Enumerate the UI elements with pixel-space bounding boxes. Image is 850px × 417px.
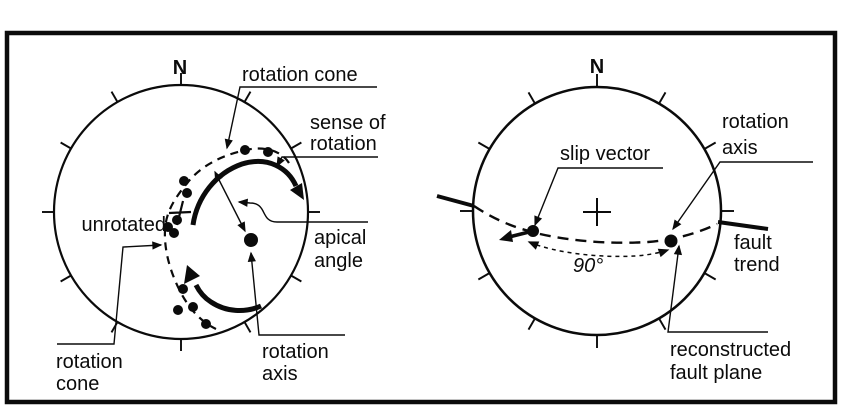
right-north-label: N xyxy=(590,56,604,78)
left-north-label: N xyxy=(173,57,187,79)
slip-vector-label: slip vector xyxy=(560,143,650,165)
data-point xyxy=(664,234,678,248)
rotation-axis-label-line2: axis xyxy=(262,363,298,385)
fault-trend-label-line1: fault xyxy=(734,232,772,254)
figure-border xyxy=(4,30,838,405)
rotation-cone-bottom-label-line1: rotation xyxy=(56,351,123,373)
rotation-cone-top-leader xyxy=(224,86,377,150)
apical-angle-label-line2: angle xyxy=(314,250,363,272)
sense-arc-lower-arrowhead xyxy=(184,265,200,284)
slip-vector-arrowhead xyxy=(499,230,513,242)
data-point xyxy=(179,176,189,186)
stereonet-tick xyxy=(243,91,252,103)
data-point xyxy=(173,305,183,315)
apical-angle-double-arrow xyxy=(214,170,246,233)
unrotated-label: unrotated xyxy=(81,214,166,236)
left-stereonet: N rotation cone sense of rotation unrota… xyxy=(42,57,386,395)
right-rotation-axis-point xyxy=(664,234,678,248)
apical-angle-leader xyxy=(237,198,368,223)
unrotated-plus-marker xyxy=(168,200,192,226)
stereonet-tick xyxy=(60,274,72,283)
sense-of-rotation-label-line1: sense of xyxy=(310,112,386,134)
data-point xyxy=(201,319,211,329)
sense-of-rotation-leader xyxy=(276,156,378,168)
data-point xyxy=(178,284,188,294)
right-stereonet: N 90° slip vector rotation axis fault tr… xyxy=(436,56,813,384)
center-cross-marker xyxy=(583,198,611,226)
apical-angle-label-line1: apical xyxy=(314,227,366,249)
reconstructed-fault-plane-label-line2: fault plane xyxy=(670,362,762,384)
reconstructed-fault-plane-leader xyxy=(667,244,768,333)
right-rotation-axis-label-line2: axis xyxy=(722,137,758,159)
stereonet-tick xyxy=(703,272,717,281)
stereonet-tick xyxy=(658,317,667,331)
stereonet-tick xyxy=(60,141,72,150)
fault-trend-segment-west xyxy=(436,194,475,208)
stereonet-tick xyxy=(477,272,491,281)
stereonet-tick xyxy=(110,91,119,103)
stereonet-tick xyxy=(527,317,536,331)
data-point xyxy=(188,302,198,312)
right-rotation-axis-label-line1: rotation xyxy=(722,111,789,133)
sense-of-rotation-arc-upper xyxy=(190,158,299,226)
data-point xyxy=(182,188,192,198)
stereonet-tick xyxy=(290,274,302,283)
stereonet-tick xyxy=(658,91,667,105)
data-point xyxy=(240,145,250,155)
data-point xyxy=(263,147,273,157)
right-rotation-axis-leader xyxy=(672,161,813,231)
stereonet-tick xyxy=(703,141,717,150)
angle-value-label: 90° xyxy=(573,255,603,277)
left-rotation-axis-point xyxy=(244,233,258,247)
slip-vector-arrow-shaft xyxy=(508,229,534,239)
rotation-cone-top-label: rotation cone xyxy=(242,64,358,86)
stereonet-tick xyxy=(527,91,536,105)
angle-measure-arc xyxy=(527,241,670,258)
reconstructed-fault-plane-label-line1: reconstructed xyxy=(670,339,791,361)
rotation-axis-label-line1: rotation xyxy=(262,341,329,363)
stereonet-tick xyxy=(290,141,302,150)
right-stereonet-ticks xyxy=(460,74,734,348)
data-point xyxy=(244,233,258,247)
rotation-cone-bottom-label-line2: cone xyxy=(56,373,99,395)
left-data-points xyxy=(163,145,273,329)
stereonet-tick xyxy=(243,321,252,333)
fault-trend-label-line2: trend xyxy=(734,254,780,276)
stereonet-tick xyxy=(477,141,491,150)
data-point xyxy=(169,228,179,238)
slip-vector-leader xyxy=(534,167,663,227)
rotation-axis-leader xyxy=(247,251,345,336)
fault-trend-segment-east xyxy=(717,220,769,231)
sense-of-rotation-label-line2: rotation xyxy=(310,133,377,155)
sense-arc-upper-arrowhead xyxy=(290,183,304,200)
rotation-cone-bottom-leader xyxy=(57,241,163,345)
sense-of-rotation-arc-lower xyxy=(193,283,263,313)
